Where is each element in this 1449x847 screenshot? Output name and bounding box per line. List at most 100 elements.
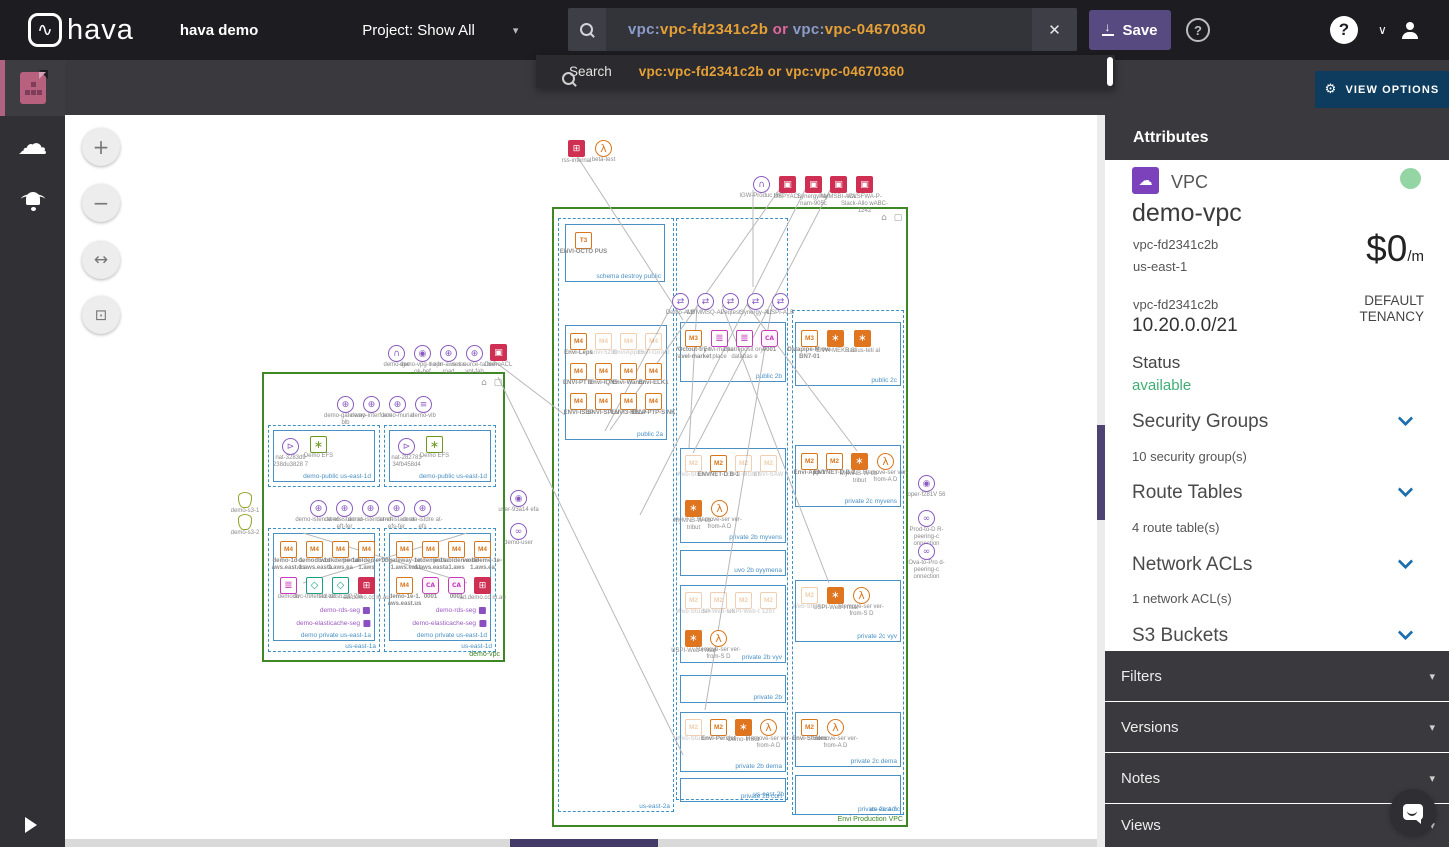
diagram-node-circ[interactable]: ∞demo-user: [504, 523, 533, 546]
diagram-node-circ[interactable]: ⊕demo-istdre at-efs: [402, 500, 443, 530]
diagram-node-sq-orange[interactable]: ∗Radius-teti al: [845, 330, 880, 354]
accordion-filters[interactable]: Filters: [1105, 651, 1449, 701]
diagram-node-cube[interactable]: ◇svc-sdsb2d2 7fa: [319, 577, 362, 600]
diagram-node-sq-orange[interactable]: ∗USPI-Web-t ntial: [671, 630, 716, 654]
diagram-node-circ[interactable]: ⇄MYMMSQ-AL: [687, 293, 724, 316]
diagram-node-mini[interactable]: ▢: [493, 378, 503, 388]
diagram-node-tag[interactable]: demo-rds-seg: [320, 605, 370, 615]
diagram-subnet-box[interactable]: private 2c am: [795, 775, 901, 815]
diagram-node-circ[interactable]: ∩demo-igw: [383, 345, 410, 368]
chevron-down-icon[interactable]: [1397, 553, 1414, 570]
diagram-node-circ[interactable]: ⇄Peqtest: [720, 293, 741, 316]
help-icon[interactable]: ?: [1330, 16, 1358, 44]
diagram-node-circ[interactable]: ∞Prod-to-D R-peering-c onnection: [909, 510, 944, 547]
save-button[interactable]: Save: [1089, 10, 1171, 50]
diagram-az-box[interactable]: [384, 425, 496, 487]
diagram-node-circ[interactable]: ◉oper-f281V 56: [907, 475, 946, 498]
vertical-scrollbar-track[interactable]: [1097, 115, 1105, 847]
dropdown-scrollbar[interactable]: [1107, 57, 1113, 86]
diagram-node-tag[interactable]: demo-elasticache-seg: [296, 618, 370, 628]
help-outline-icon[interactable]: ?: [1186, 18, 1210, 42]
chat-support-button[interactable]: [1390, 789, 1436, 835]
diagram-node-tag[interactable]: demo-rds-seg: [436, 605, 486, 615]
diagram-az-box[interactable]: us-east-1d: [384, 528, 496, 652]
diagram-node-circ[interactable]: ◉demo-vpg-s vpn-ok-bef: [400, 345, 445, 375]
diagram-node-sq-orange[interactable]: ∗USPI-Web-t ntial: [813, 587, 858, 611]
diagram-node-db[interactable]: ≣Envi-market place: [703, 330, 736, 360]
diagram-node-sq-orange[interactable]: ∗MyMNB-W eb-tribut: [840, 453, 879, 484]
diagram-az-box[interactable]: [268, 425, 380, 487]
diagram-node-efs[interactable]: ∗Demo EFS: [303, 436, 334, 460]
diagram-node-circ[interactable]: ∞Ova-to-Pro d-peering-c onnection: [908, 543, 945, 580]
diagram-node-sq-red[interactable]: ⊞rss-internal: [562, 140, 591, 164]
clear-search-button[interactable]: [1032, 8, 1077, 51]
fit-view-button[interactable]: ↔: [82, 241, 120, 279]
diagram-node-sq-red[interactable]: ▣USPYACL: [774, 176, 801, 200]
diagram-az-box[interactable]: us-east-1a: [268, 528, 380, 652]
diagram-node-circ[interactable]: ⇄Demo-ALB: [666, 293, 695, 316]
diagram-az-box[interactable]: us-east-2a: [558, 218, 674, 812]
chevron-down-icon[interactable]: [1397, 410, 1414, 427]
search-input[interactable]: vpc:vpc-fd2341c2b or vpc:vpc-04670360: [606, 8, 1032, 51]
diagram-node-circ[interactable]: ⊕demo-isten at-efs: [295, 500, 342, 523]
hava-logo[interactable]: ∿ hava: [28, 13, 134, 47]
diagram-node-cube[interactable]: ◇svc-09fefbfd tdf: [294, 577, 335, 600]
diagram-subnet-box[interactable]: private 2b curt: [680, 778, 786, 802]
diagram-subnet-box[interactable]: uvo 2b oyymena: [680, 550, 786, 576]
user-account-icon[interactable]: [1402, 22, 1418, 39]
diagram-node-mini[interactable]: ⌂: [881, 213, 887, 223]
sidebar-item-cloud-sources[interactable]: ☁: [0, 116, 65, 172]
accordion-notes[interactable]: Notes: [1105, 753, 1449, 803]
diagram-node-circ[interactable]: ⊕demo-isten at-eft: [348, 500, 393, 523]
zoom-in-button[interactable]: +: [82, 128, 120, 166]
search-bar[interactable]: vpc:vpc-fd2341c2b or vpc:vpc-04670360: [568, 8, 1077, 51]
horizontal-scrollbar-track[interactable]: [65, 839, 1097, 847]
diagram-node-circ[interactable]: ⊳nat-3283d9 238du3828 7: [273, 438, 308, 468]
diagram-node-sq-red[interactable]: ▣AWSFWA-P-Slack-Allo wABC-1242: [841, 176, 888, 214]
diagram-subnet-box[interactable]: private 2b: [680, 675, 786, 703]
diagram-node-sq-red[interactable]: ▣MyMSBI-ACL: [820, 176, 857, 200]
diagram-node-efs[interactable]: ∗Demo EFS: [419, 436, 450, 460]
diagram-node-sq-orange[interactable]: ∗MyMNB-W eb-tribut: [674, 500, 713, 531]
diagram-node-db[interactable]: ≣dpa-reposit ory-databas e: [723, 330, 766, 360]
diagram-node-circ[interactable]: ⊕demo-murial: [381, 396, 414, 419]
diagram-node-circ[interactable]: ⊕demo-istare at-efs-fer: [376, 500, 417, 530]
diagram-node-mini[interactable]: ⌂: [481, 378, 487, 388]
chevron-down-icon[interactable]: [1378, 23, 1387, 37]
